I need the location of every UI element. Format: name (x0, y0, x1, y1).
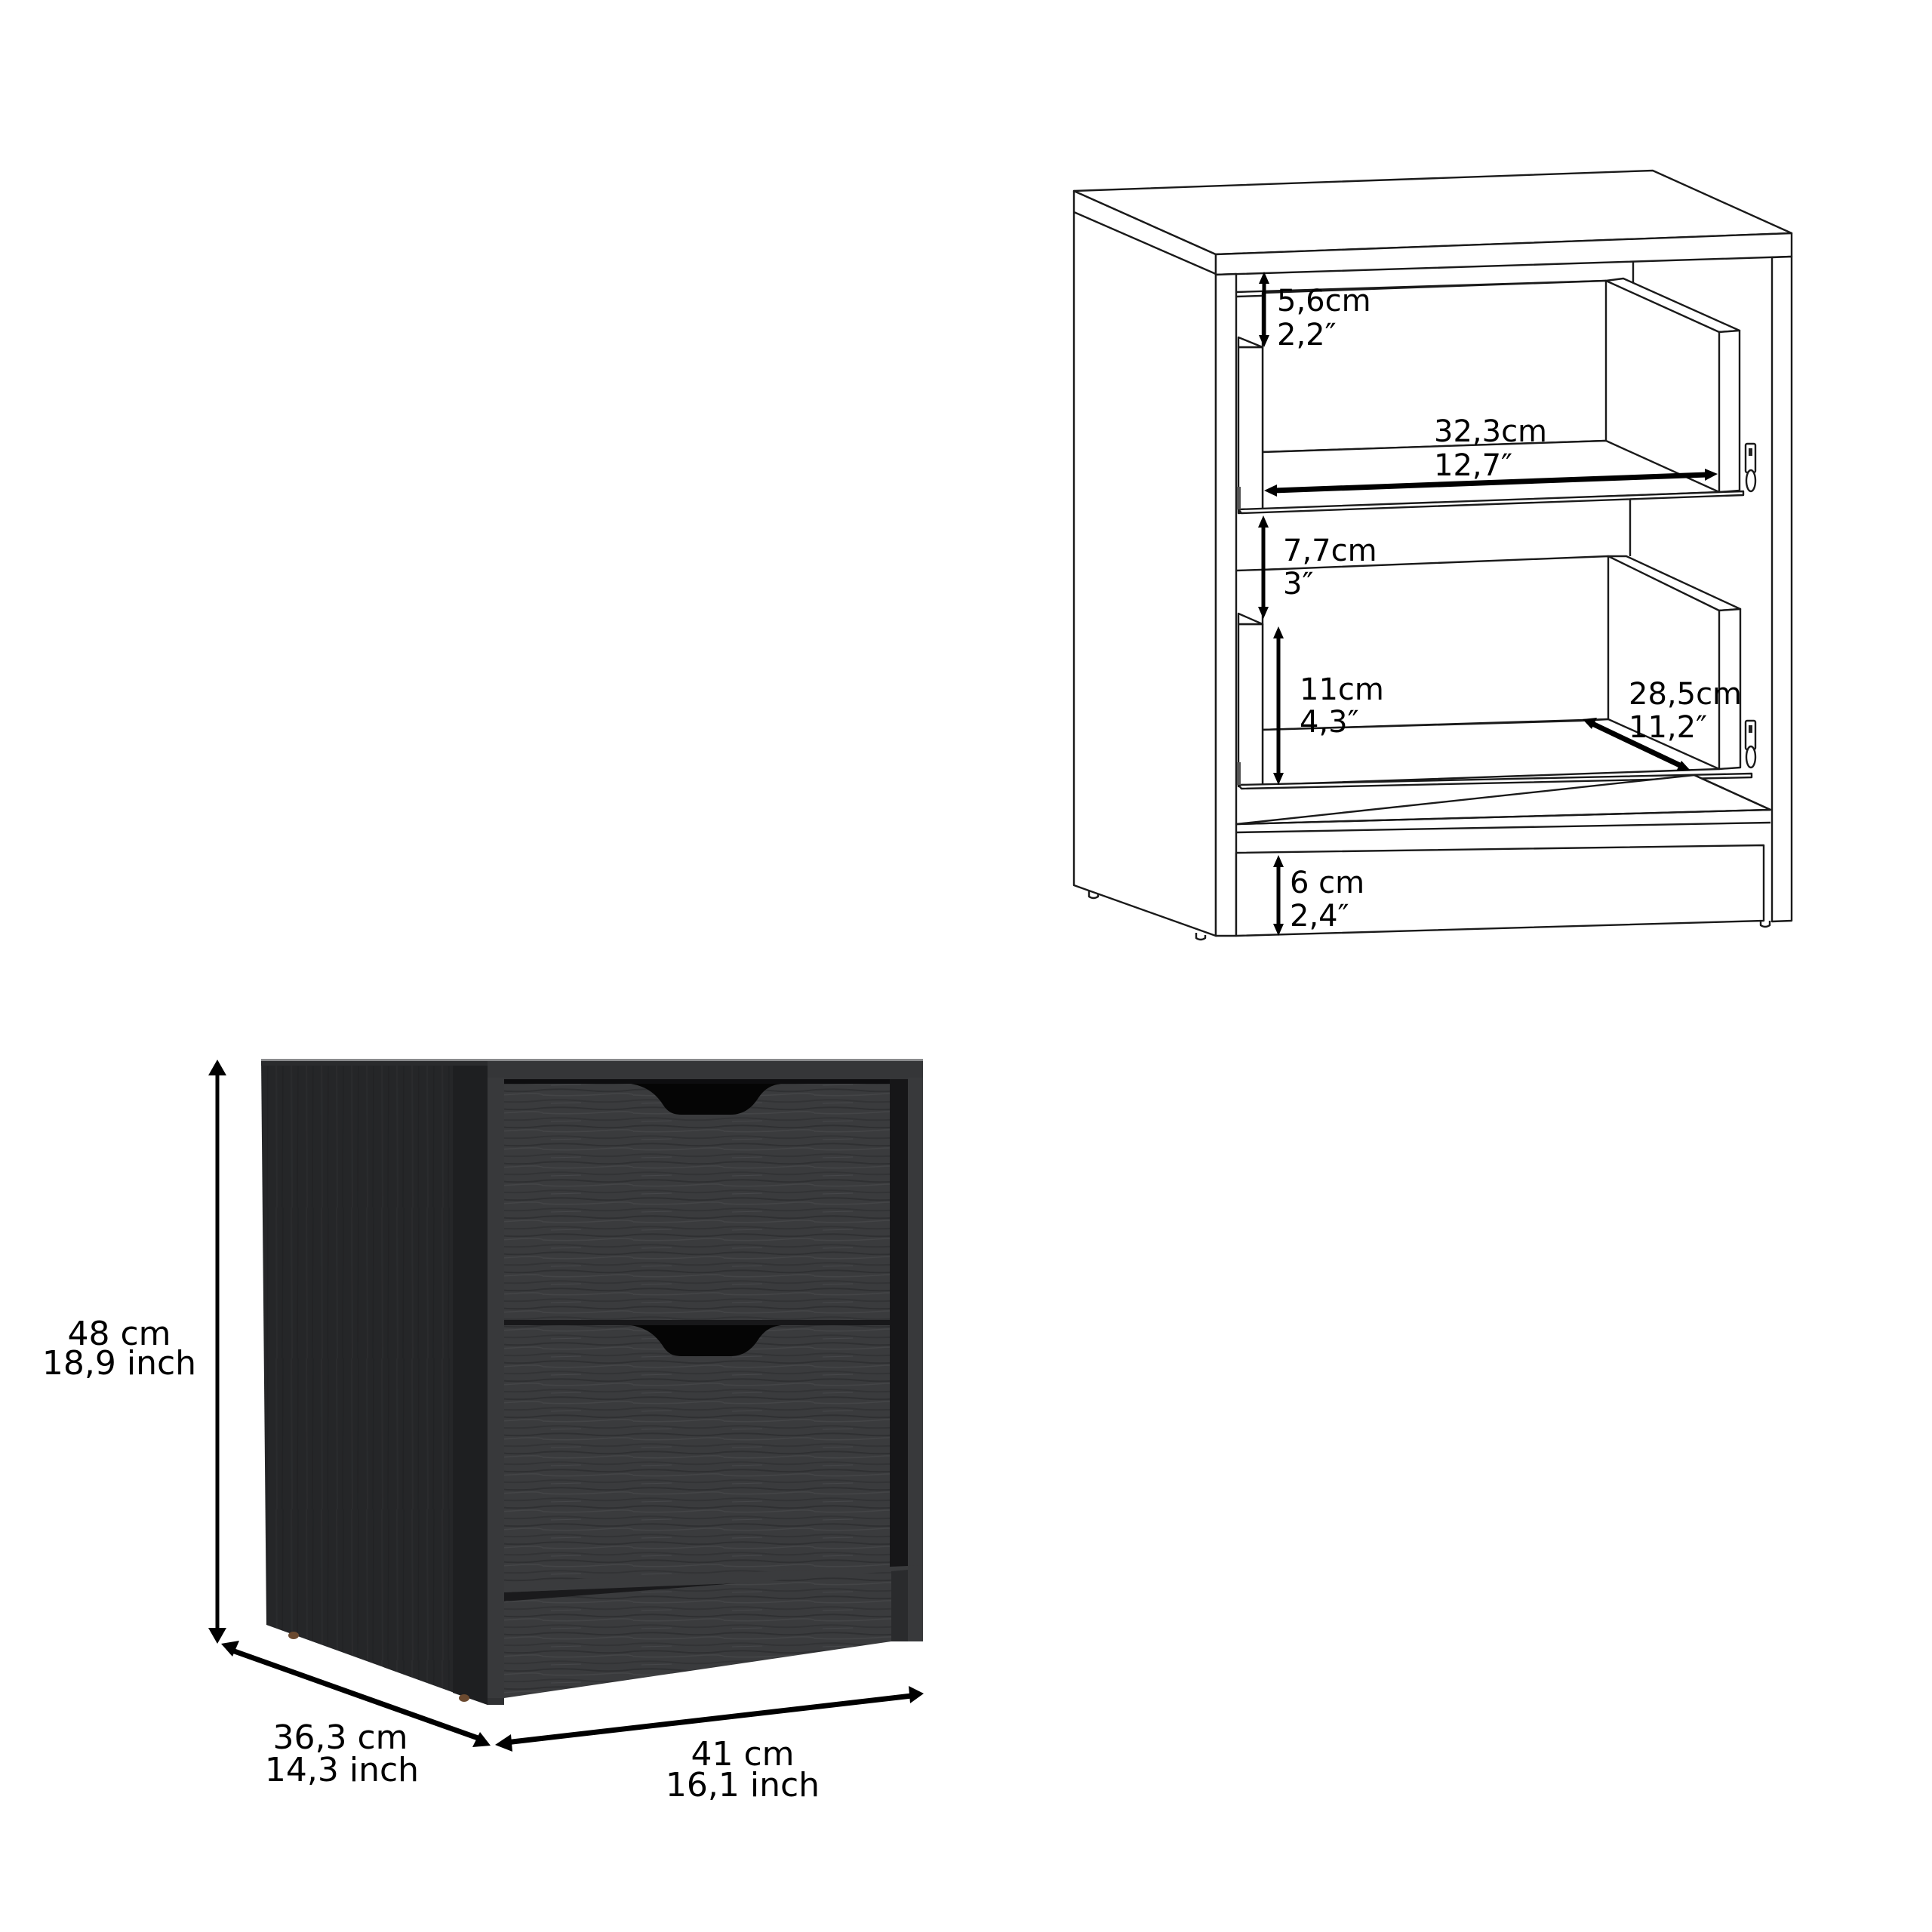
foot-icon (288, 1632, 299, 1639)
foot-icon (1759, 921, 1771, 928)
drawer-slide-hardware-icon (1237, 442, 1757, 509)
drawer-depth-cm-label: 28,5cm (1629, 677, 1742, 712)
left-side-panel (1072, 189, 1217, 937)
bottom-drawer-front[interactable] (504, 1325, 890, 1592)
interior-dimension-labels: 5,6cm 2,2″ 32,3cm 12,7″ 7,7cm 3″ 11cm 4,… (1277, 284, 1742, 934)
interior-dimension-arrows (1258, 272, 1718, 936)
interior-line-drawing (1072, 169, 1793, 941)
nightstand-render (261, 1059, 923, 1705)
lower-drawer-diagram (1235, 555, 1757, 790)
between-drawers-cm-label: 7,7cm (1283, 534, 1377, 568)
plinth-front (504, 1571, 891, 1698)
drawer-slide-hardware-icon (1237, 719, 1757, 785)
exterior-dimension-labels: 48 cm 18,9 inch 36,3 cm 14,3 inch 41 cm … (42, 1315, 820, 1804)
width-inch-label: 16,1 inch (666, 1766, 820, 1804)
left-stile (488, 1078, 504, 1705)
drawer-depth-inch-label: 11,2″ (1629, 710, 1707, 745)
depth-inch-label: 14,3 inch (265, 1751, 419, 1789)
plinth (1235, 844, 1765, 937)
plinth-height-inch-label: 2,4″ (1290, 899, 1349, 934)
height-cm-label: 48 cm (67, 1315, 171, 1353)
width-cm-label: 41 cm (691, 1735, 794, 1774)
depth-cm-label: 36,3 cm (272, 1718, 408, 1757)
cabinet-side-panel (261, 1060, 488, 1705)
top-drawer-handle-cutout[interactable] (631, 1084, 781, 1115)
drawer-width-inch-label: 12,7″ (1434, 448, 1512, 483)
exterior-dimension-arrows (208, 1060, 924, 1752)
right-side-panel (1770, 255, 1793, 923)
foot-icon (1195, 933, 1207, 941)
right-stile (908, 1078, 923, 1641)
between-drawers-inch-label: 3″ (1283, 567, 1313, 601)
upper-drawer-diagram (1237, 277, 1757, 515)
bottom-drawer[interactable] (504, 1325, 890, 1592)
top-gap-cm-label: 5,6cm (1277, 284, 1371, 318)
drawer-height-inch-label: 4,3″ (1300, 705, 1359, 740)
top-gap-inch-label: 2,2″ (1277, 318, 1337, 352)
top-drawer[interactable] (504, 1079, 890, 1320)
height-inch-label: 18,9 inch (42, 1344, 196, 1383)
bottom-drawer-handle-cutout[interactable] (631, 1325, 781, 1356)
drawer-width-cm-label: 32,3cm (1434, 414, 1547, 449)
foot-icon (1088, 891, 1100, 900)
foot-icon (459, 1694, 469, 1702)
drawer-height-cm-label: 11cm (1300, 672, 1384, 707)
plinth-height-cm-label: 6 cm (1290, 866, 1364, 900)
top-drawer-front[interactable] (504, 1084, 890, 1320)
